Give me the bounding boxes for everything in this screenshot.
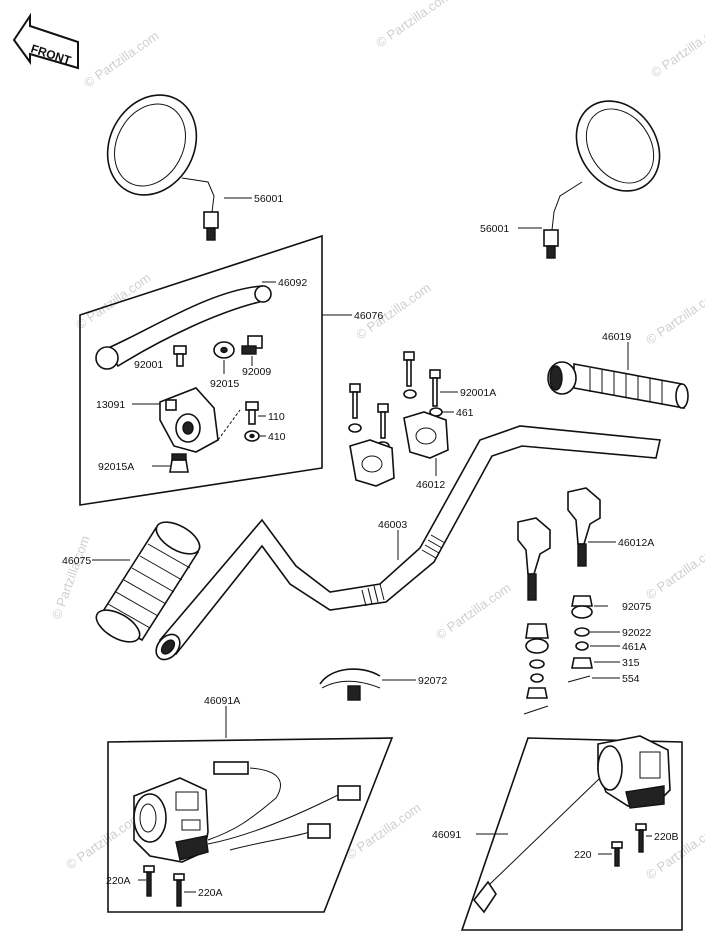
screws-220 [611,823,647,867]
label-46012: 46012 [416,479,445,491]
label-220: 220 [574,849,592,861]
label-220A-2: 220A [198,887,223,899]
label-13091: 13091 [96,399,125,411]
right-mirror [543,100,661,259]
label-56001-left: 56001 [254,193,283,205]
band-92072 [319,668,381,701]
left-switch-housing [133,777,209,863]
label-46019: 46019 [602,331,631,343]
label-92022: 92022 [622,627,651,639]
damper-stack-right [567,595,593,683]
label-46075: 46075 [62,555,91,567]
label-554: 554 [622,673,640,685]
left-switch-wiring [207,761,361,851]
watermark: © Partzilla.com [643,540,705,603]
label-220B: 220B [654,831,679,843]
label-46092: 46092 [278,277,307,289]
upper-handlebar-holder [349,411,449,487]
watermark: © Partzilla.com [73,270,153,333]
watermark: © Partzilla.com [63,810,143,873]
label-220A-1: 220A [106,875,131,887]
clutch-lever [95,285,272,370]
label-46091A: 46091A [204,695,240,707]
watermark: © Partzilla.com [643,820,705,883]
left-switch-panel [107,737,394,913]
right-switch-cable [472,777,601,914]
label-92015A: 92015A [98,461,134,473]
label-92001A: 92001A [460,387,496,399]
watermark: © Partzilla.com [643,285,705,348]
watermark: © Partzilla.com [433,580,513,643]
cap-nut-92015A [169,453,189,473]
label-461A: 461A [622,641,647,653]
label-461: 461 [456,407,474,419]
label-92015: 92015 [210,378,239,390]
label-110: 110 [268,411,285,423]
washer-92015 [213,341,235,359]
lever-assembly-panel [79,234,323,506]
label-46076: 46076 [354,310,383,322]
lever-holder [159,387,219,453]
label-410: 410 [268,431,286,443]
screws-220A [143,865,185,907]
label-315: 315 [622,657,640,669]
handlebar [155,425,661,661]
bolt-110 [245,401,259,425]
lower-handlebar-holder [517,487,601,601]
left-mirror [106,94,219,241]
right-grip [547,361,689,409]
nut-410 [244,430,260,442]
label-92001: 92001 [134,359,163,371]
watermark: © Partzilla.com [648,18,705,81]
label-92075: 92075 [622,601,651,613]
label-46003: 46003 [378,519,407,531]
right-switch-housing [597,735,671,809]
watermark: © Partzilla.com [81,28,161,91]
watermark: © Partzilla.com [49,534,93,621]
damper-stack-left [523,623,549,715]
front-arrow-icon: FRONT [12,12,79,70]
watermark: © Partzilla.com [373,0,453,50]
bolt-92001 [173,345,187,367]
label-92072: 92072 [418,675,447,687]
label-46012A: 46012A [618,537,654,549]
label-92009: 92009 [242,366,271,378]
adjuster-92009 [241,335,263,355]
left-grip [95,521,201,643]
label-46091: 46091 [432,829,461,841]
label-56001-right: 56001 [480,223,509,235]
